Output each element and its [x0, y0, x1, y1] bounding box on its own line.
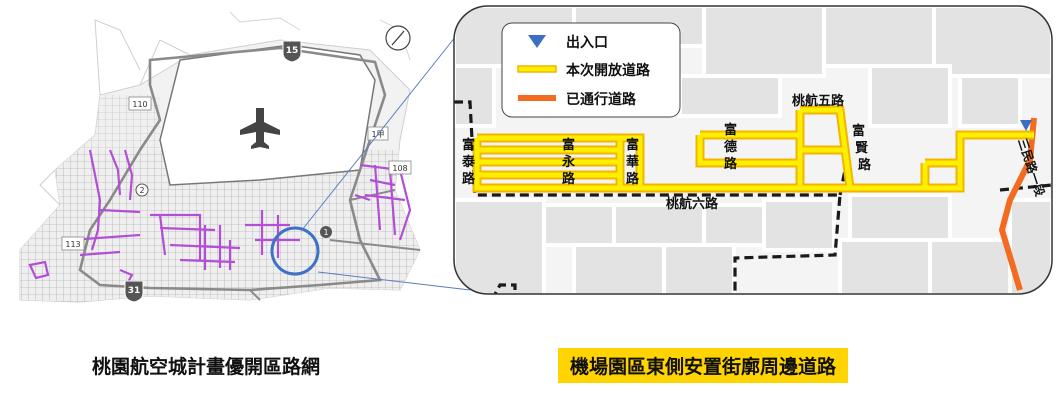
road-108-label-box: 108: [388, 160, 412, 175]
legend-open-road-label: 本次開放道路: [566, 62, 651, 79]
fu-xian-road-label: 富賢路: [852, 123, 872, 173]
fu-de-road-label: 富德路: [724, 122, 738, 172]
open-roads-fill: [474, 107, 1034, 191]
existing-road: [998, 117, 1037, 291]
legend-open-road-swatch: [517, 65, 557, 73]
road-2-shield: 2: [135, 183, 149, 197]
road-113-label-box: 113: [61, 236, 85, 251]
road-108-label: 108: [392, 164, 407, 173]
legend-existing-road-label: 已通行道路: [566, 91, 637, 108]
highway-15-shield: 15: [282, 40, 302, 63]
fu-hua-road-label: 富華路: [626, 137, 640, 187]
fu-tai-road-label: 富泰路: [461, 137, 476, 187]
overview-map-caption: 桃園航空城計畫優開區路網: [92, 356, 321, 378]
purple-roads: [28, 149, 412, 283]
legend: 出入口 本次開放道路 已通行道路: [501, 22, 681, 118]
road-110-label: 110: [132, 100, 147, 109]
taohang-5-road-label: 桃航五路: [792, 93, 845, 109]
zoom-connectors: [301, 35, 471, 291]
fu-yong-road-label: 富永路: [561, 137, 576, 187]
legend-entrance-icon: [528, 35, 546, 48]
legend-entrance-label: 出入口: [566, 34, 608, 51]
highway-15-label: 15: [286, 46, 299, 56]
highlight-circle: [270, 226, 320, 276]
road-2-label: 2: [139, 186, 144, 195]
inset-map: 富泰路 富永路 富華路 富德路 桃航五路 桃航六路 富賢路 三民路一段: [453, 5, 1053, 295]
inset-map-caption: 機場園區東側安置街廓周邊道路: [558, 348, 849, 383]
highway-31-label: 31: [128, 286, 141, 296]
entrance-marker: [1020, 120, 1032, 131]
legend-box: [501, 22, 681, 118]
road-1-shield: 1: [320, 226, 332, 238]
terrain-lines: [39, 19, 191, 206]
north-arrow-icon: [385, 25, 411, 51]
overview-map: 15 31 1 2 110 113 108 1甲: [19, 11, 421, 303]
road-113-label: 113: [65, 240, 80, 249]
airport-area: [159, 44, 376, 186]
road-1-label: 1: [323, 228, 328, 237]
highway-31-shield: 31: [124, 280, 144, 303]
airplane-icon: [240, 108, 280, 149]
road-110-label-box: 110: [128, 96, 152, 111]
inset-frame: [453, 5, 1053, 295]
legend-existing-road-swatch: [518, 95, 556, 101]
taohang-6-road-label: 桃航六路: [666, 196, 719, 212]
